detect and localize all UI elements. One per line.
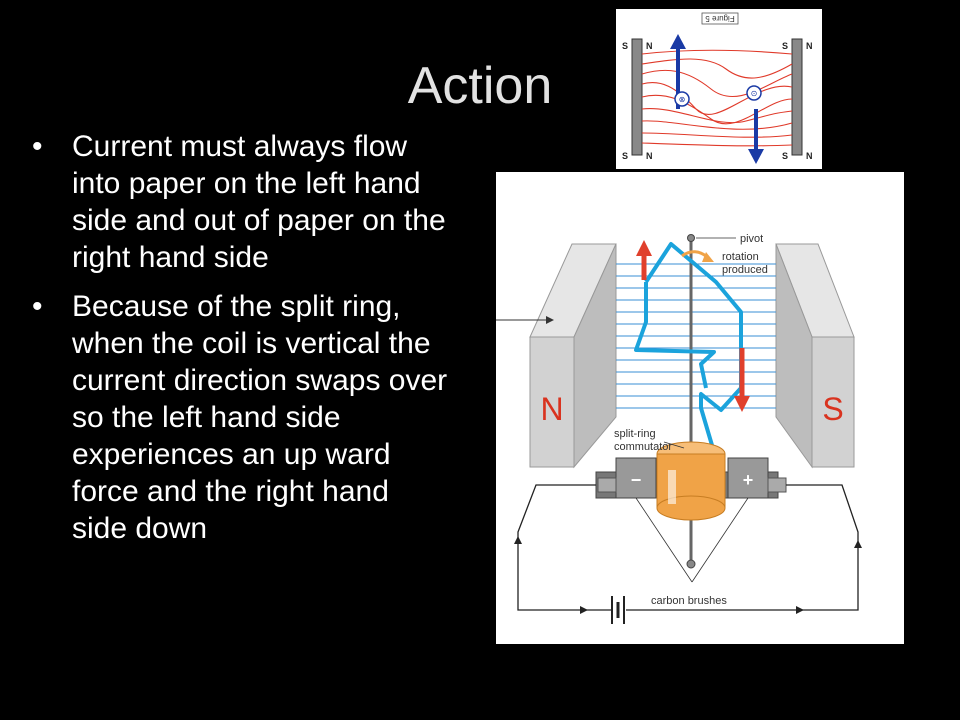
conductor-into-page [674,91,690,107]
south-magnet: S [775,243,855,469]
slide-title: Action [407,57,553,115]
bullet-text: Because of the split ring, when the coil… [72,290,448,545]
pole-label: S [782,41,788,51]
svg-text:⊙: ⊙ [751,89,758,98]
left-magnet [631,38,643,156]
minus-terminal: − [631,470,642,490]
pivot-point [687,234,695,242]
pole-label: N [806,41,813,51]
plus-terminal: + [743,470,754,490]
force-arrows [636,240,750,412]
battery-icon [611,596,625,624]
split-ring-commutator [656,441,726,521]
bullet-text: Current must always flow into paper on t… [72,130,446,274]
field-lines [641,49,793,147]
bullet-list: • Current must always flow into paper on … [32,128,452,559]
dc-motor-svg: N S [496,172,904,644]
commutator-label-1: split-ring [614,428,656,440]
commutator-label-2: commutator [614,441,672,453]
pivot-label: pivot [740,233,763,245]
svg-text:⊗: ⊗ [679,95,686,104]
field-diagram-svg: Figure 5 S N S N S N S N [616,9,822,169]
axle-bottom [686,559,696,569]
bullet-icon: • [32,130,43,163]
brush-pointer-lines [635,497,749,583]
right-magnet [791,38,803,156]
pole-label: S [782,151,788,161]
figure-caption: Figure 5 [705,14,735,23]
rotation-label-2: produced [722,264,768,276]
coil [634,242,743,473]
carbon-brushes-label: carbon brushes [651,595,727,607]
conductor-out-of-page [746,85,762,101]
bullet-item: • Current must always flow into paper on … [32,128,452,276]
bullet-item: • Because of the split ring, when the coi… [32,288,452,547]
pole-label: S [622,41,628,51]
pole-label: N [806,151,813,161]
north-label: N [540,391,563,427]
pole-label: N [646,151,653,161]
south-label: S [822,391,843,427]
pole-label: N [646,41,653,51]
dc-motor-figure: N S [496,172,904,644]
pole-label: S [622,151,628,161]
bullet-icon: • [32,290,43,323]
north-magnet: N [529,243,617,469]
rotation-label-1: rotation [722,251,759,263]
field-diagram-figure: Figure 5 S N S N S N S N [616,9,822,169]
circuit-wire [517,484,859,611]
